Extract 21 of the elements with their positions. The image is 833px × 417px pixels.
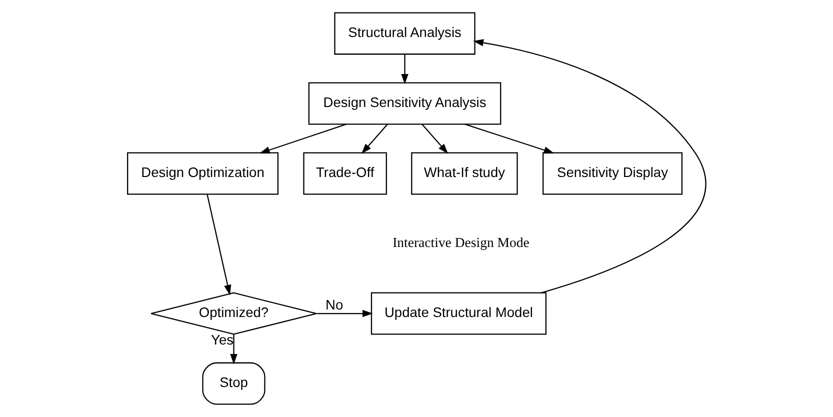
label: Interactive Design Mode xyxy=(392,235,529,250)
edge-label: No xyxy=(325,298,343,313)
arrow xyxy=(206,194,231,296)
arrow xyxy=(421,124,448,154)
arrow xyxy=(472,39,706,294)
node-box: Design Optimization xyxy=(126,152,278,195)
node-diamond: Optimized? xyxy=(150,292,316,335)
node-box: Structural Analysis xyxy=(334,12,475,55)
node-box: Update Structural Model xyxy=(370,292,546,335)
node-box: Stop xyxy=(202,362,265,405)
node-box: Design Sensitivity Analysis xyxy=(308,82,501,125)
node-box: What-If study xyxy=(410,152,518,195)
node-box: Trade-Off xyxy=(302,152,386,195)
arrow xyxy=(230,334,237,364)
arrow xyxy=(400,54,408,84)
arrow xyxy=(464,124,554,154)
arrow xyxy=(360,124,388,154)
node-box: Sensitivity Display xyxy=(542,152,682,195)
arrow xyxy=(316,310,372,318)
arrow xyxy=(258,124,346,154)
edge-label: Yes xyxy=(210,332,234,348)
